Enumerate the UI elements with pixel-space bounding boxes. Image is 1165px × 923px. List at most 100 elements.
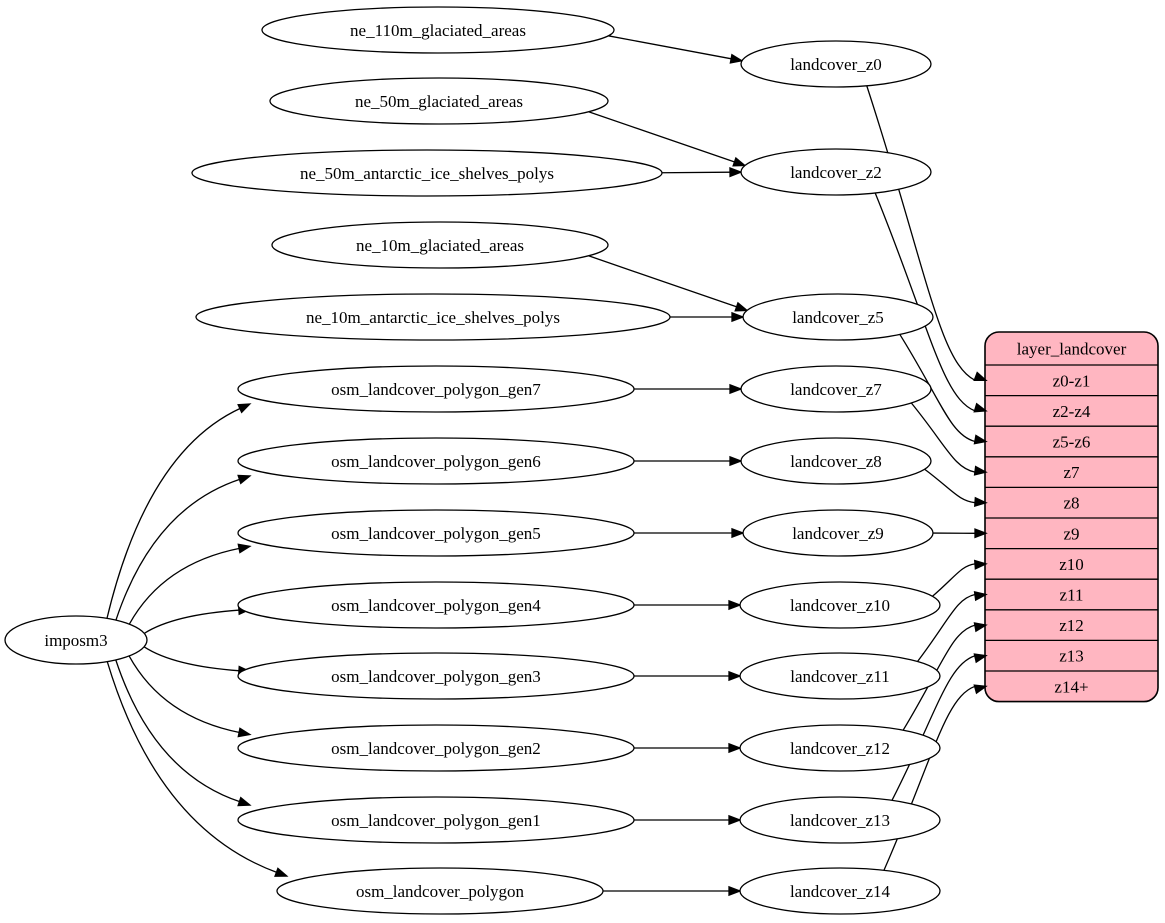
node-osm_landcover_polygon_gen2: osm_landcover_polygon_gen2	[237, 724, 635, 772]
node-landcover_z12-label: landcover_z12	[790, 739, 890, 758]
node-imposm3: imposm3	[4, 615, 148, 665]
node-osm_landcover_polygon_gen3: osm_landcover_polygon_gen3	[237, 652, 635, 700]
edge-imposm3-to-osm_landcover_polygon_gen5-arrowhead	[237, 543, 252, 554]
record-row-z9: z9	[1063, 524, 1079, 543]
node-ne_110m_glaciated_areas-ellipse	[261, 6, 615, 54]
edge-imposm3-to-osm_landcover_polygon_gen7-path	[106, 407, 242, 619]
node-ne_10m_glaciated_areas-label: ne_10m_glaciated_areas	[356, 236, 524, 255]
node-osm_landcover_polygon_gen1-label: osm_landcover_polygon_gen1	[331, 811, 541, 830]
node-ne_50m_antarctic_ice_shelves_polys-ellipse	[191, 149, 663, 197]
edge-landcover_z10-to-row-z10	[932, 559, 988, 597]
record-row-z2-z4: z2-z4	[1053, 402, 1091, 421]
edge-layer	[106, 35, 988, 897]
node-landcover_z5-ellipse	[742, 293, 934, 341]
edge-osm_landcover_polygon_gen2-to-landcover_z12	[634, 742, 742, 754]
edge-imposm3-to-osm_landcover_polygon_gen3	[143, 646, 252, 676]
node-ne_10m_glaciated_areas: ne_10m_glaciated_areas	[271, 221, 609, 269]
edge-ne_110m_glaciated_areas-to-landcover_z0-path	[608, 35, 733, 60]
node-ne_110m_glaciated_areas-label: ne_110m_glaciated_areas	[350, 21, 526, 40]
edge-ne_110m_glaciated_areas-to-landcover_z0	[608, 35, 744, 64]
edge-landcover_z12-to-row-z12	[902, 622, 988, 731]
edge-landcover_z8-to-row-z8-arrowhead	[974, 496, 988, 507]
edge-osm_landcover_polygon_gen6-to-landcover_z8	[634, 455, 743, 467]
edge-imposm3-to-osm_landcover_polygon_gen5	[128, 543, 252, 625]
edge-imposm3-to-osm_landcover_polygon_gen4	[143, 605, 252, 634]
edge-landcover_z8-to-row-z8-path	[924, 468, 976, 504]
node-osm_landcover_polygon_gen4: osm_landcover_polygon_gen4	[237, 581, 635, 629]
edge-landcover_z2-to-row-z2-z4	[874, 192, 988, 413]
node-landcover_z5: landcover_z5	[742, 293, 934, 341]
record-row-z8: z8	[1063, 494, 1079, 513]
node-ne_10m_glaciated_areas-ellipse	[271, 221, 609, 269]
node-landcover_z0-ellipse	[740, 40, 932, 88]
edge-imposm3-to-osm_landcover_polygon_gen2-arrowhead	[237, 727, 252, 738]
edge-ne_50m_glaciated_areas-to-landcover_z2	[588, 111, 747, 167]
node-landcover_z13: landcover_z13	[739, 796, 941, 844]
node-osm_landcover_polygon_gen6-ellipse	[237, 437, 635, 485]
edge-landcover_z5-to-row-z5-z6-path	[899, 334, 976, 443]
node-landcover_z0: landcover_z0	[740, 40, 932, 88]
edge-imposm3-to-osm_landcover_polygon_gen6-path	[115, 478, 241, 621]
record-row-z7: z7	[1063, 463, 1080, 482]
node-landcover_z8: landcover_z8	[740, 437, 932, 485]
node-ne_10m_antarctic_ice_shelves_polys-ellipse	[195, 293, 671, 341]
node-landcover_z14-ellipse	[739, 867, 941, 915]
node-landcover_z11: landcover_z11	[739, 652, 941, 700]
node-landcover_z7-ellipse	[740, 365, 932, 413]
edge-landcover_z14-to-row-z14+	[883, 684, 988, 871]
edge-landcover_z5-to-row-z5-z6-arrowhead	[973, 434, 988, 445]
edge-osm_landcover_polygon_gen7-to-landcover_z7	[634, 383, 743, 395]
edge-ne_10m_glaciated_areas-to-landcover_z5	[588, 255, 749, 312]
node-ne_50m_antarctic_ice_shelves_polys-label: ne_50m_antarctic_ice_shelves_polys	[300, 164, 554, 183]
edge-imposm3-to-osm_landcover_polygon_gen6	[115, 474, 252, 621]
edge-imposm3-to-osm_landcover_polygon_gen1	[115, 659, 252, 807]
edge-landcover_z11-to-row-z11	[917, 590, 988, 662]
node-osm_landcover_polygon_gen2-label: osm_landcover_polygon_gen2	[331, 739, 541, 758]
edge-imposm3-to-osm_landcover_polygon	[106, 661, 289, 877]
node-osm_landcover_polygon_gen7-label: osm_landcover_polygon_gen7	[331, 380, 541, 399]
edge-landcover_z0-to-row-z0-z1-arrowhead	[973, 371, 988, 381]
node-landcover_z12-ellipse	[739, 724, 941, 772]
edge-landcover_z13-to-row-z13-path	[891, 655, 976, 801]
node-osm_landcover_polygon-ellipse	[276, 867, 604, 915]
edge-ne_50m_glaciated_areas-to-landcover_z2-arrowhead	[732, 156, 747, 167]
node-landcover_z7-label: landcover_z7	[790, 380, 882, 399]
node-landcover_z10-label: landcover_z10	[790, 596, 890, 615]
edge-landcover_z8-to-row-z8	[924, 468, 988, 507]
node-osm_landcover_polygon_gen4-label: osm_landcover_polygon_gen4	[331, 596, 541, 615]
edge-ne_50m_antarctic_ice_shelves_polys-to-landcover_z2-arrowhead	[729, 167, 743, 178]
edge-imposm3-to-osm_landcover_polygon_gen2-path	[128, 655, 241, 734]
node-landcover_z14-label: landcover_z14	[790, 882, 891, 901]
node-ne_50m_glaciated_areas-ellipse	[269, 77, 609, 125]
edge-landcover_z14-to-row-z14+-arrowhead	[973, 684, 988, 695]
edge-landcover_z10-to-row-z10-path	[932, 563, 976, 597]
node-osm_landcover_polygon-label: osm_landcover_polygon	[356, 882, 525, 901]
record-title: layer_landcover	[1017, 339, 1127, 358]
edge-osm_landcover_polygon_gen2-to-landcover_z12-arrowhead	[728, 742, 742, 754]
edge-osm_landcover_polygon_gen1-to-landcover_z13-arrowhead	[728, 814, 742, 826]
node-landcover_z13-ellipse	[739, 796, 941, 844]
edge-osm_landcover_polygon_gen5-to-landcover_z9-arrowhead	[731, 527, 745, 539]
node-ne_110m_glaciated_areas: ne_110m_glaciated_areas	[261, 6, 615, 54]
edge-ne_10m_glaciated_areas-to-landcover_z5-path	[588, 255, 738, 308]
node-osm_landcover_polygon_gen1-ellipse	[237, 796, 635, 844]
edge-landcover_z7-to-row-z7-arrowhead	[973, 465, 988, 476]
node-landcover_z0-label: landcover_z0	[790, 55, 882, 74]
edge-osm_landcover_polygon_gen3-to-landcover_z11-arrowhead	[728, 670, 742, 682]
edge-imposm3-to-osm_landcover_polygon_gen7-arrowhead	[237, 403, 252, 414]
node-osm_landcover_polygon: osm_landcover_polygon	[276, 867, 604, 915]
node-osm_landcover_polygon_gen7: osm_landcover_polygon_gen7	[237, 365, 635, 413]
node-ne_50m_antarctic_ice_shelves_polys: ne_50m_antarctic_ice_shelves_polys	[191, 149, 663, 197]
node-landcover_z9-ellipse	[742, 509, 934, 557]
node-osm_landcover_polygon_gen5-label: osm_landcover_polygon_gen5	[331, 524, 541, 543]
edge-osm_landcover_polygon_gen4-to-landcover_z10	[634, 599, 742, 611]
edge-osm_landcover_polygon_gen4-to-landcover_z10-arrowhead	[728, 599, 742, 611]
record-row-z12: z12	[1059, 616, 1084, 635]
node-landcover_z10: landcover_z10	[739, 581, 941, 629]
edge-imposm3-to-osm_landcover_polygon_gen6-arrowhead	[237, 474, 252, 485]
node-osm_landcover_polygon_gen4-ellipse	[237, 581, 635, 629]
edge-landcover_z2-to-row-z2-z4-path	[874, 192, 976, 412]
node-ne_10m_antarctic_ice_shelves_polys-label: ne_10m_antarctic_ice_shelves_polys	[306, 308, 560, 327]
